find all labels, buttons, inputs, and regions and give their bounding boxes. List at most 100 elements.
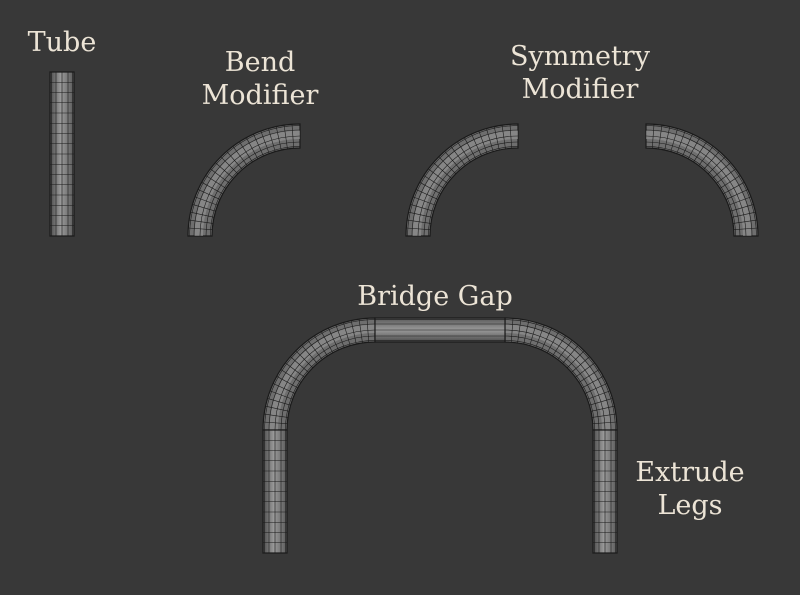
bridge-right-corner-ring bbox=[541, 327, 552, 351]
bend-ring bbox=[192, 204, 216, 212]
bridge-left-corner-ring bbox=[358, 319, 363, 343]
sym-left-ring bbox=[471, 133, 482, 157]
bridge-right-corner-ring bbox=[584, 383, 608, 394]
label-extrude-legs: Extrude Legs bbox=[635, 457, 745, 521]
sym-right-ring bbox=[698, 146, 714, 166]
sym-left-ring bbox=[464, 137, 477, 159]
sym-left-ring bbox=[486, 128, 494, 152]
bridge-right-corner-ring bbox=[567, 350, 585, 368]
bend-ring bbox=[190, 211, 215, 218]
bend-ring bbox=[291, 124, 295, 149]
sym-left-ring bbox=[444, 151, 461, 170]
bridge-left-corner-ring bbox=[350, 320, 357, 345]
bridge-left-corner-ring bbox=[343, 322, 351, 346]
bridge-left-corner-ring bbox=[328, 327, 339, 351]
sym-right-ring bbox=[723, 182, 745, 195]
bridge-right-corner-ring bbox=[562, 345, 579, 364]
bent-tube bbox=[187, 123, 301, 237]
sym-left-ring bbox=[493, 126, 500, 151]
bridge-right-corner-ring bbox=[510, 318, 514, 343]
bend-ring bbox=[283, 125, 288, 149]
sym-left-ring bbox=[410, 204, 434, 212]
sym-left-ring bbox=[419, 182, 441, 195]
bridge-right-corner-ring bbox=[590, 405, 615, 412]
bend-ring bbox=[226, 151, 243, 170]
sym-left-ring bbox=[412, 196, 436, 206]
sym-right-ring bbox=[716, 168, 736, 184]
bend-ring bbox=[239, 141, 253, 163]
sym-right-ring bbox=[725, 189, 749, 200]
bridge-left-corner-ring bbox=[290, 356, 309, 373]
bridge-left-corner-ring bbox=[264, 413, 288, 418]
sym-left-ring bbox=[423, 175, 445, 189]
bridge-right-corner-ring bbox=[571, 356, 590, 373]
bend-ring bbox=[268, 128, 276, 152]
bridge-left-corner-ring bbox=[267, 398, 291, 406]
bridge-right-corner-ring bbox=[578, 369, 600, 383]
bridge-left-corner-ring bbox=[307, 340, 323, 360]
bend-ring bbox=[197, 189, 221, 200]
bend-ring bbox=[220, 156, 238, 174]
bridge-right-corner-ring bbox=[575, 362, 595, 378]
sym-right-ring bbox=[651, 124, 655, 149]
bend-ring bbox=[210, 168, 230, 184]
sym-left-ring bbox=[406, 227, 431, 231]
bridge-right-corner-ring bbox=[589, 398, 613, 406]
sym-left-ring bbox=[407, 219, 431, 224]
bridge-left-corner-ring bbox=[280, 369, 302, 383]
bridge-left-corner-ring bbox=[314, 335, 328, 357]
bend-ring bbox=[215, 162, 234, 179]
sym-left-ring bbox=[501, 125, 506, 149]
bridge-right-corner-ring bbox=[592, 413, 616, 418]
sym-right-ring bbox=[682, 133, 693, 157]
bridge-right-corner-ring bbox=[587, 390, 611, 400]
symmetry-left-arc bbox=[405, 123, 519, 237]
bridge-left-corner-ring bbox=[321, 331, 334, 353]
bend-ring bbox=[205, 175, 227, 189]
bridge-right-corner-ring bbox=[592, 421, 617, 425]
bridge-right-corner-ring bbox=[557, 340, 573, 360]
bend-ring bbox=[232, 146, 248, 166]
bridge-left-corner-ring bbox=[269, 390, 293, 400]
bridge-right-corner-ring bbox=[535, 324, 545, 348]
sym-right-ring bbox=[733, 219, 757, 224]
bridge-left-corner-ring bbox=[335, 324, 345, 348]
sym-left-ring bbox=[415, 189, 439, 200]
bridge-right-corner-ring bbox=[529, 322, 537, 346]
bridge-left-corner-ring bbox=[272, 383, 296, 394]
sym-left-ring bbox=[457, 141, 471, 163]
bridge-right-corner-ring bbox=[546, 331, 559, 353]
sym-left-ring bbox=[438, 156, 456, 174]
bridge-left-corner-ring bbox=[265, 405, 290, 412]
straight-tube bbox=[49, 71, 75, 237]
label-bridge-gap: Bridge Gap bbox=[357, 281, 513, 312]
sym-left-ring bbox=[450, 146, 466, 166]
sym-right-ring bbox=[730, 204, 754, 212]
bend-ring bbox=[188, 227, 213, 231]
symmetry-right-arc bbox=[645, 123, 759, 237]
sym-left-ring bbox=[509, 124, 513, 149]
bridge-right-corner-ring bbox=[517, 319, 522, 343]
bridge-right-corner-ring bbox=[523, 320, 530, 345]
sym-right-ring bbox=[664, 126, 671, 151]
bridge-left-corner-ring bbox=[301, 345, 318, 364]
sym-right-ring bbox=[708, 156, 726, 174]
sym-right-ring bbox=[703, 151, 720, 170]
bridge-left-corner-ring bbox=[295, 350, 313, 368]
bend-ring bbox=[194, 196, 218, 206]
bend-ring bbox=[246, 137, 259, 159]
sym-right-ring bbox=[712, 162, 731, 179]
bend-ring bbox=[253, 133, 264, 157]
bend-ring bbox=[189, 219, 213, 224]
label-tube: Tube bbox=[27, 27, 97, 58]
sym-right-ring bbox=[733, 227, 758, 231]
bridged-arch bbox=[262, 317, 618, 431]
sym-right-ring bbox=[693, 141, 707, 163]
bridge-left-corner-ring bbox=[263, 421, 288, 425]
sym-left-ring bbox=[408, 211, 433, 218]
sym-right-ring bbox=[687, 137, 700, 159]
sym-right-ring bbox=[731, 211, 756, 218]
bend-ring bbox=[260, 130, 270, 154]
sym-right-ring bbox=[728, 196, 752, 206]
